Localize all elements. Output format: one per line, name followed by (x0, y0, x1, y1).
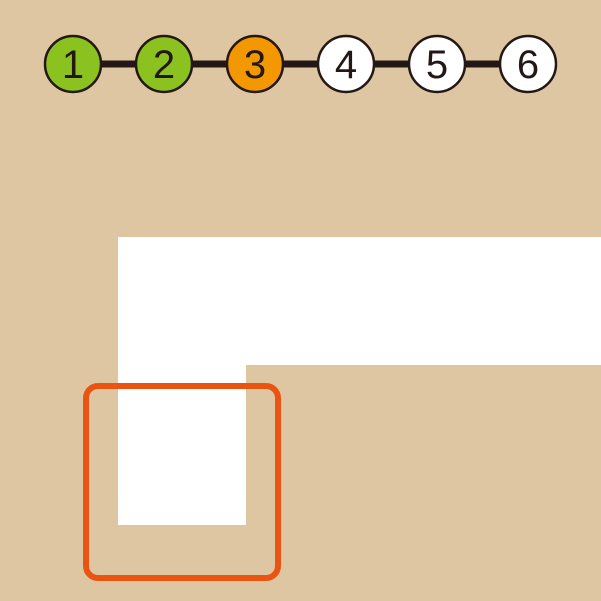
step-2-circle (134, 34, 194, 94)
step-6-label: 6 (517, 43, 539, 87)
step-5-label: 5 (426, 43, 448, 87)
step-3-node: 3 (225, 34, 285, 94)
step-4-circle (316, 34, 376, 94)
step-5-node: 5 (407, 34, 467, 94)
step-3-label: 3 (244, 43, 266, 87)
step-6-circle (498, 34, 558, 94)
step-3-circle (225, 34, 285, 94)
step-5-circle (407, 34, 467, 94)
white-path-shape (118, 237, 601, 525)
step-1-label: 1 (62, 43, 84, 87)
highlight-frame (83, 383, 281, 581)
step-1-circle (43, 34, 103, 94)
step-2-node: 2 (134, 34, 194, 94)
step-6-node: 6 (498, 34, 558, 94)
step-1-node: 1 (43, 34, 103, 94)
step-4-node: 4 (316, 34, 376, 94)
step-2-label: 2 (153, 43, 175, 87)
step-progress-bar: 1 2 3 4 5 6 (43, 34, 558, 94)
step-4-label: 4 (335, 43, 357, 87)
